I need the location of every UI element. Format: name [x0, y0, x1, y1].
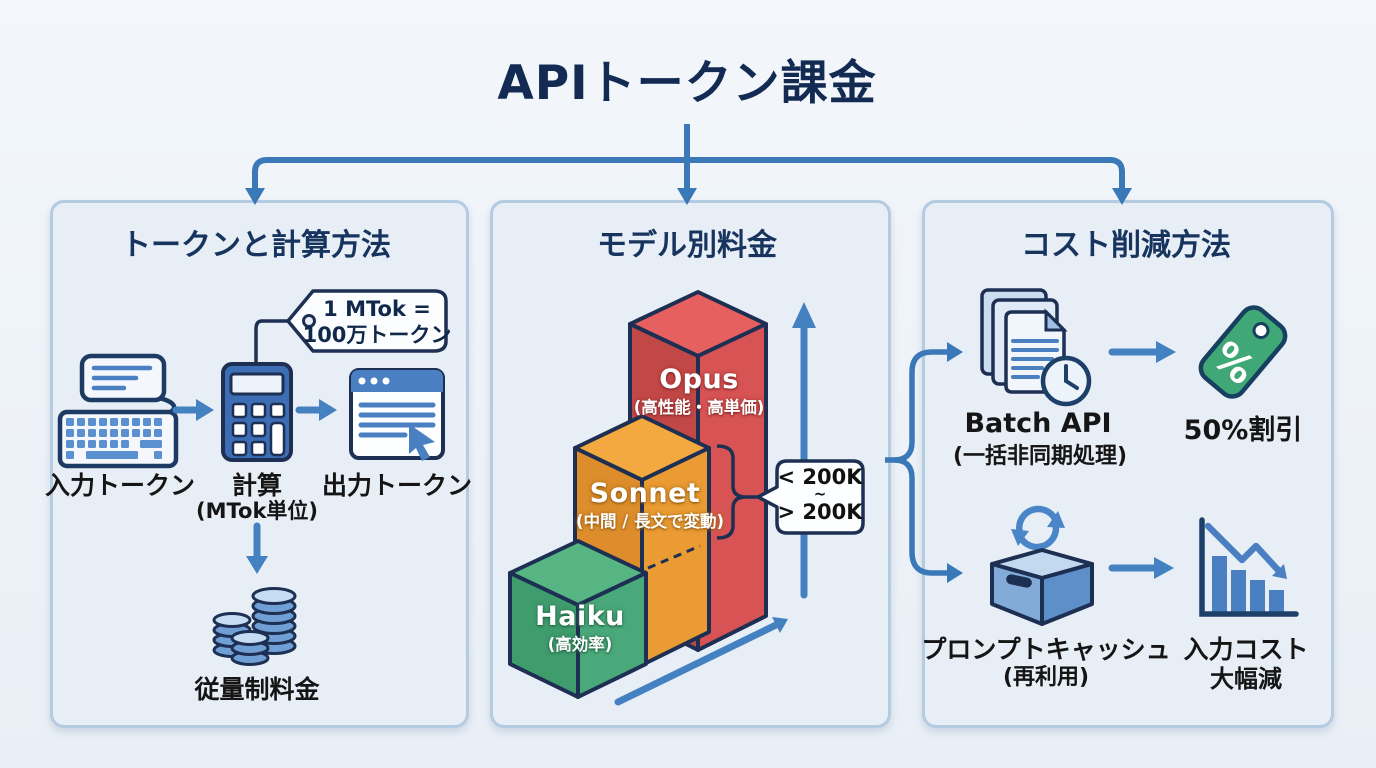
cursor-arrow — [409, 424, 435, 461]
input-tokens-label: 入力トークン — [44, 471, 196, 500]
mtok-tag-line2: 100万トークン — [302, 323, 452, 347]
prompt-cache-sublabel: (再利用) — [1002, 665, 1090, 690]
mtok-tag-text: 1 MTok = 100万トークン — [303, 296, 452, 348]
page-title: APIトークン課金 — [497, 56, 877, 111]
panel-tokens-title: トークンと計算方法 — [121, 228, 391, 263]
opus-bar-label: Opus — [659, 364, 739, 395]
calc-label: 計算 — [231, 471, 283, 500]
sonnet-bar-note: (中間 / 長文で変動) — [575, 512, 725, 531]
browser-window-icon — [349, 368, 445, 461]
keyboard-chat-icon — [57, 353, 179, 469]
panel-savings-title: コスト削減方法 — [1021, 228, 1231, 263]
metered-pricing-label: 従量制料金 — [194, 675, 320, 704]
coin-stacks-icon — [212, 587, 297, 666]
discount-label: 50%割引 — [1183, 415, 1303, 446]
input-cost-sublabel: 大幅減 — [1210, 665, 1282, 693]
title-branch-connector — [245, 124, 1132, 205]
mtok-tag-line1: 1 MTok = — [323, 297, 431, 321]
cache-box-recycle-icon — [990, 505, 1094, 626]
opus-bar-note: (高性能・高単価) — [633, 398, 765, 417]
batch-api-label: Batch API — [964, 408, 1112, 439]
context-bubble-text: < 200K ~ > 200K — [777, 467, 862, 523]
panel-savings — [922, 200, 1334, 728]
haiku-bar-label: Haiku — [535, 601, 625, 632]
documents-clock-icon — [980, 288, 1092, 407]
panel-models-title: モデル別料金 — [597, 228, 777, 263]
calc-sublabel: (MTok単位) — [195, 499, 319, 523]
calculator-icon — [221, 362, 293, 462]
declining-chart-icon — [1199, 517, 1299, 617]
output-tokens-label: 出力トークン — [321, 471, 473, 500]
prompt-cache-label: プロンプトキャッシュ — [921, 635, 1171, 664]
haiku-bar-note: (高効率) — [547, 635, 613, 654]
input-cost-label: 入力コスト — [1183, 635, 1309, 664]
percent-tag-icon: % — [1198, 305, 1288, 399]
batch-api-sublabel: (一括非同期処理) — [952, 444, 1128, 469]
sonnet-bar-label: Sonnet — [589, 478, 701, 509]
context-bubble-line3: > 200K — [777, 499, 863, 524]
